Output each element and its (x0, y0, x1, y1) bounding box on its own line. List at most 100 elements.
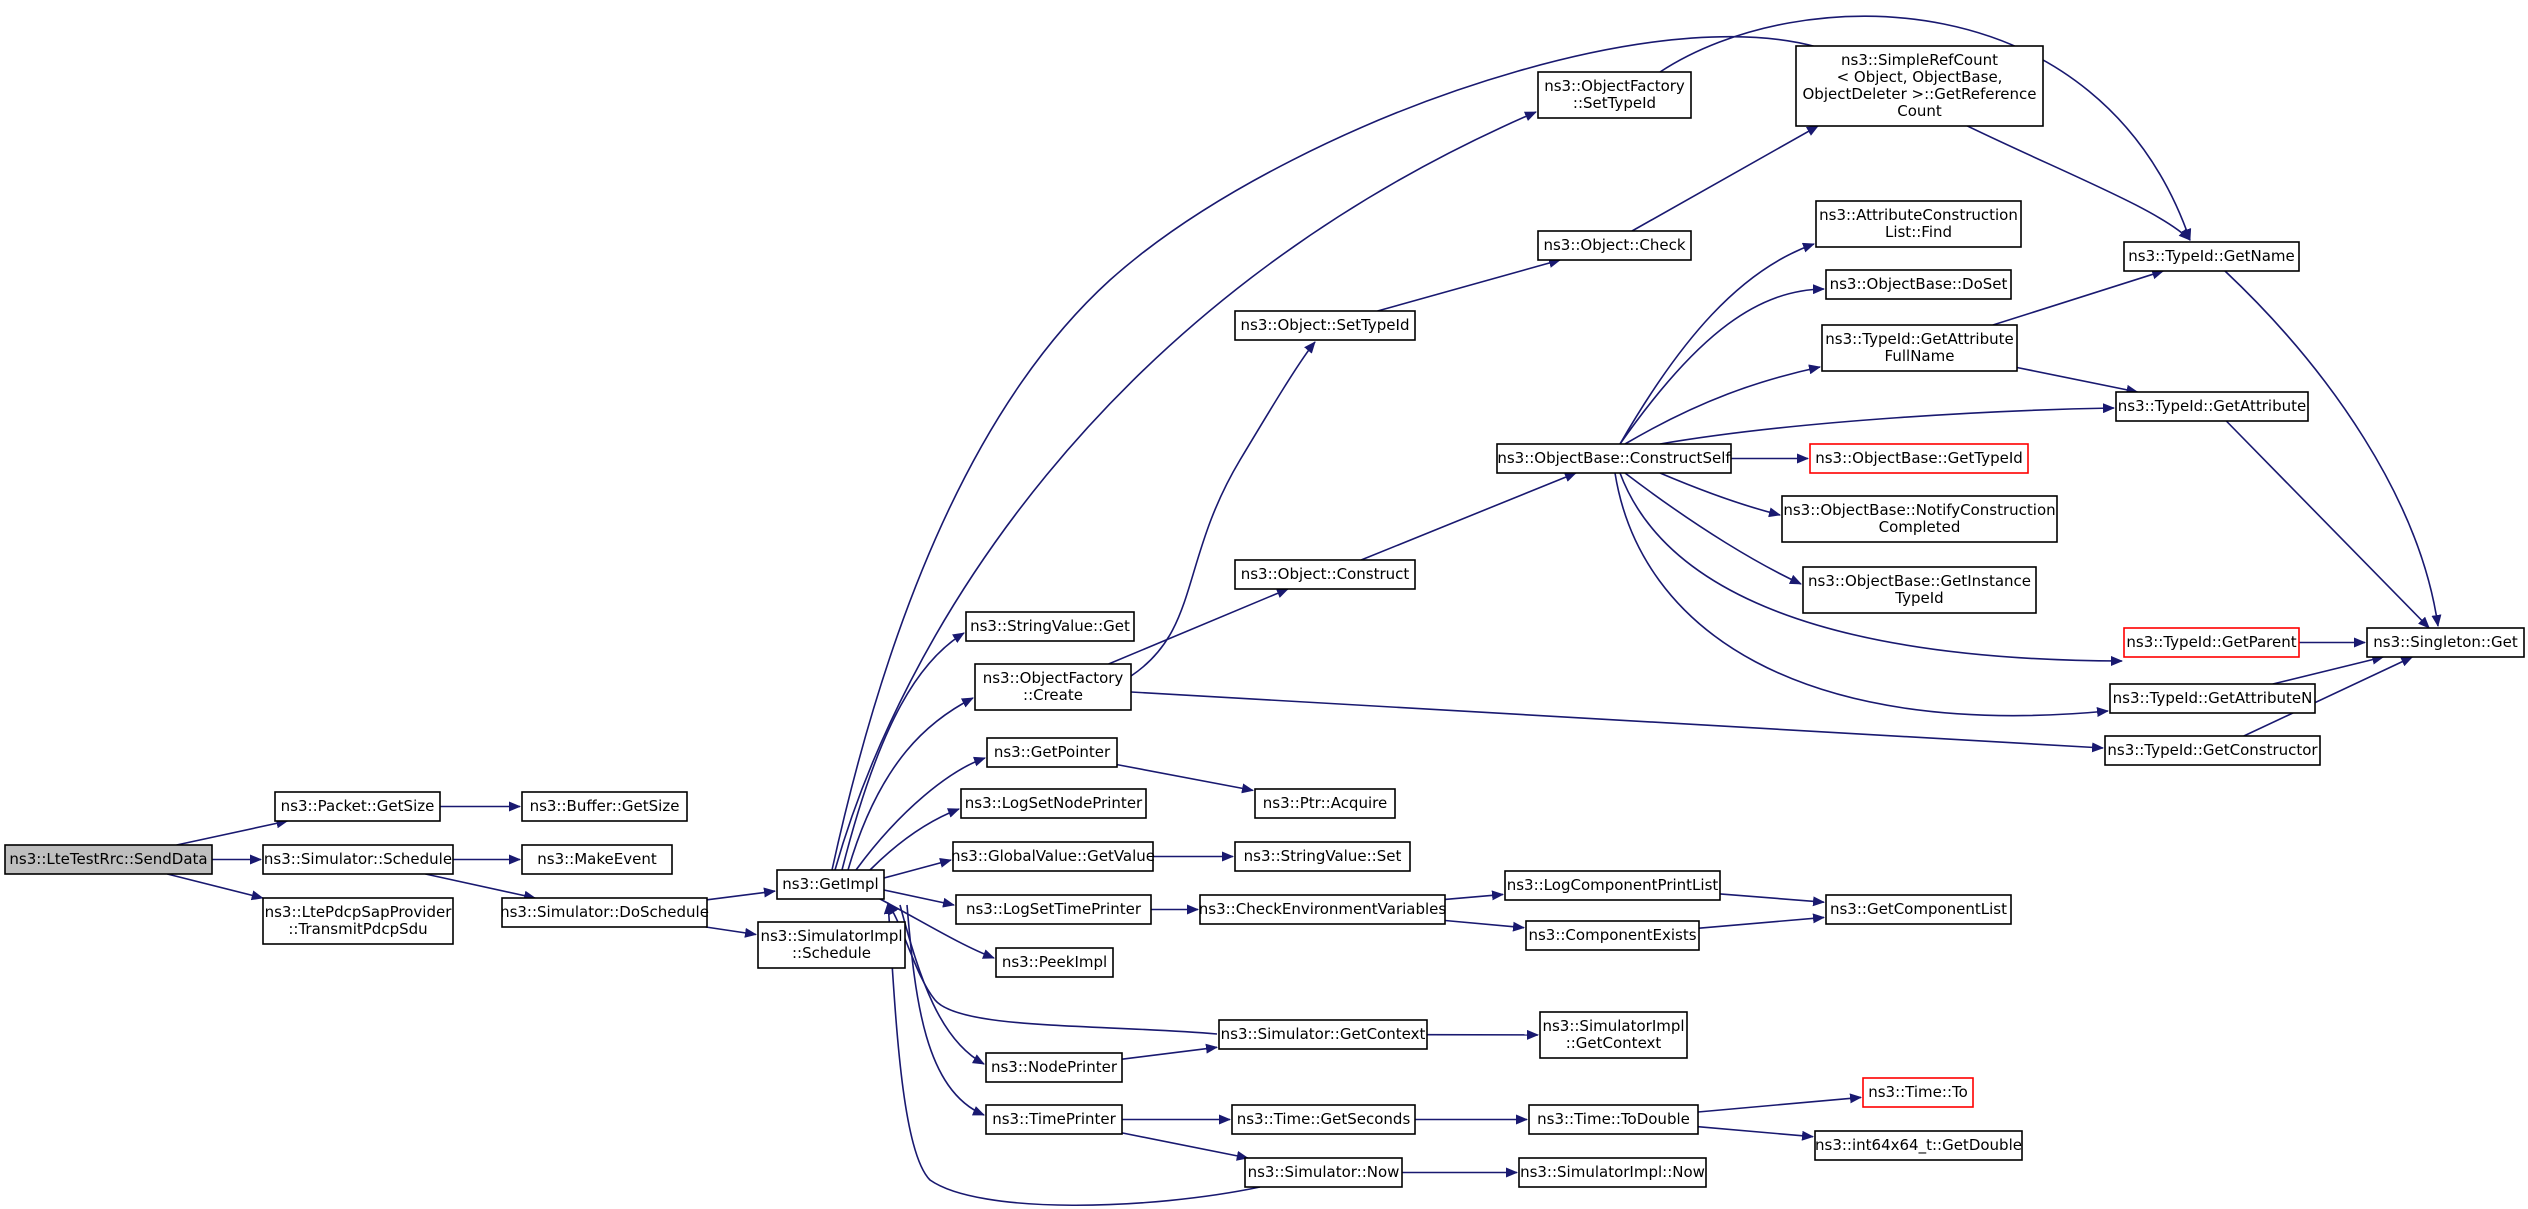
node-ptr-acquire[interactable]: ns3::Ptr::Acquire (1254, 788, 1396, 819)
node-object-check[interactable]: ns3::Object::Check (1537, 230, 1692, 261)
node-object-base-do-set[interactable]: ns3::ObjectBase::DoSet (1825, 269, 2012, 300)
edge-send-to-pgetsize (176, 818, 289, 846)
node-object-set-type-id[interactable]: ns3::Object::SetTypeId (1234, 310, 1416, 341)
node-simulator-schedule[interactable]: ns3::Simulator::Schedule (262, 844, 454, 875)
node-log-set-node-printer[interactable]: ns3::LogSetNodePrinter (960, 788, 1147, 819)
node-lte-pdcp-sap-provider-transmit-pdcp-sdu[interactable]: ns3::LtePdcpSapProvider::TransmitPdcpSdu (262, 897, 454, 945)
node-packet-get-size-label-0: ns3::Packet::GetSize (281, 797, 435, 815)
node-int64x64-get-double-label-0: ns3::int64x64_t::GetDouble (1815, 1136, 2022, 1155)
node-object-set-type-id-label-0: ns3::Object::SetTypeId (1241, 316, 1410, 334)
node-type-id-get-constructor-label-0: ns3::TypeId::GetConstructor (2107, 741, 2318, 759)
node-time-to-double-box (1528, 1104, 1699, 1135)
node-string-value-get[interactable]: ns3::StringValue::Get (965, 611, 1135, 642)
node-time-to-double-label-0: ns3::Time::ToDouble (1537, 1110, 1690, 1128)
node-type-id-get-attribute[interactable]: ns3::TypeId::GetAttribute (2115, 391, 2309, 422)
node-get-component-list[interactable]: ns3::GetComponentList (1825, 894, 2012, 925)
node-time-to[interactable]: ns3::Time::To (1862, 1077, 1974, 1108)
node-global-value-get-value-label-0: ns3::GlobalValue::GetValue (951, 847, 1155, 865)
node-string-value-set[interactable]: ns3::StringValue::Set (1234, 841, 1411, 872)
node-object-base-get-instance-type-id-label-1: TypeId (1894, 589, 1943, 607)
node-global-value-get-value-box (952, 841, 1154, 872)
node-object-construct[interactable]: ns3::Object::Construct (1234, 559, 1416, 590)
node-object-construct-box (1234, 559, 1416, 590)
node-simulator-schedule-box (262, 844, 454, 875)
edge-tgetattrfull-to-tgetattr (2016, 366, 2139, 395)
edge-compexists-to-getcomplist (1698, 913, 1825, 929)
node-make-event[interactable]: ns3::MakeEvent (521, 844, 673, 875)
node-simulator-impl-get-context[interactable]: ns3::SimulatorImpl::GetContext (1539, 1011, 1688, 1059)
node-lte-test-rrc-send-data[interactable]: ns3::LteTestRrc::SendData (4, 844, 213, 875)
node-time-to-double[interactable]: ns3::Time::ToDouble (1528, 1104, 1699, 1135)
node-packet-get-size[interactable]: ns3::Packet::GetSize (274, 791, 441, 822)
edge-getimpl-to-getpointer (855, 756, 986, 871)
edge-getimpl-to-gvgetvalue (883, 858, 952, 879)
node-check-environment-variables[interactable]: ns3::CheckEnvironmentVariables (1199, 894, 1447, 925)
node-object-base-notify-construction-completed[interactable]: ns3::ObjectBase::NotifyConstructionCompl… (1781, 495, 2058, 543)
node-simulator-do-schedule[interactable]: ns3::Simulator::DoSchedule (500, 897, 709, 928)
edge-obconstruct-to-obnotify (1659, 472, 1781, 518)
node-int64x64-get-double[interactable]: ns3::int64x64_t::GetDouble (1814, 1130, 2023, 1161)
node-get-pointer[interactable]: ns3::GetPointer (986, 737, 1118, 768)
node-object-base-get-type-id[interactable]: ns3::ObjectBase::GetTypeId (1809, 443, 2029, 474)
node-type-id-get-name-label-0: ns3::TypeId::GetName (2128, 247, 2294, 265)
node-log-set-node-printer-box (960, 788, 1147, 819)
node-get-impl[interactable]: ns3::GetImpl (776, 869, 885, 900)
node-get-pointer-label-0: ns3::GetPointer (994, 743, 1111, 761)
node-log-component-print-list[interactable]: ns3::LogComponentPrintList (1504, 870, 1721, 901)
node-global-value-get-value[interactable]: ns3::GlobalValue::GetValue (951, 841, 1155, 872)
node-attribute-construction-list-find-label-0: ns3::AttributeConstruction (1819, 206, 2018, 224)
node-node-printer[interactable]: ns3::NodePrinter (985, 1052, 1123, 1083)
edge-objconstruct-to-obconstruct (1360, 472, 1577, 561)
node-peek-impl-label-0: ns3::PeekImpl (1002, 953, 1107, 971)
edge-getimpl-to-ofsettypeid (834, 111, 1537, 871)
node-object-construct-label-0: ns3::Object::Construct (1241, 565, 1410, 583)
node-component-exists[interactable]: ns3::ComponentExists (1525, 920, 1700, 951)
edge-tgetattrn-to-singleton (2272, 654, 2385, 685)
node-attribute-construction-list-find-label-1: List::Find (1885, 223, 1952, 241)
node-attribute-construction-list-find-box (1815, 200, 2022, 248)
node-time-get-seconds[interactable]: ns3::Time::GetSeconds (1231, 1104, 1416, 1135)
node-simulator-impl-schedule-label-0: ns3::SimulatorImpl (760, 927, 902, 945)
node-object-factory-create-box (974, 663, 1132, 711)
node-type-id-get-parent[interactable]: ns3::TypeId::GetParent (2123, 627, 2300, 658)
node-simulator-now-box (1244, 1157, 1403, 1188)
node-type-id-get-constructor[interactable]: ns3::TypeId::GetConstructor (2104, 735, 2321, 766)
node-object-base-construct-self-label-0: ns3::ObjectBase::ConstructSelf (1497, 449, 1731, 467)
node-simple-ref-count-get-reference-count[interactable]: ns3::SimpleRefCount< Object, ObjectBase,… (1795, 45, 2044, 127)
node-time-printer-label-0: ns3::TimePrinter (992, 1110, 1116, 1128)
node-peek-impl[interactable]: ns3::PeekImpl (995, 947, 1114, 978)
node-log-set-time-printer-label-0: ns3::LogSetTimePrinter (966, 900, 1142, 918)
node-singleton-get[interactable]: ns3::Singleton::Get (2366, 627, 2525, 658)
node-log-set-time-printer-box (955, 894, 1152, 925)
node-log-component-print-list-label-0: ns3::LogComponentPrintList (1507, 876, 1719, 894)
node-type-id-get-name[interactable]: ns3::TypeId::GetName (2123, 241, 2300, 272)
node-object-factory-set-type-id[interactable]: ns3::ObjectFactory::SetTypeId (1537, 71, 1692, 119)
node-type-id-get-attribute-box (2115, 391, 2309, 422)
node-object-base-get-instance-type-id-box (1802, 566, 2037, 614)
node-check-environment-variables-label-0: ns3::CheckEnvironmentVariables (1199, 900, 1447, 918)
node-simulator-impl-schedule[interactable]: ns3::SimulatorImpl::Schedule (757, 921, 906, 969)
node-time-printer[interactable]: ns3::TimePrinter (985, 1104, 1123, 1135)
node-simple-ref-count-get-reference-count-box (1795, 45, 2044, 127)
edge-doschedule-to-simimplsched (705, 926, 757, 938)
node-object-factory-create[interactable]: ns3::ObjectFactory::Create (974, 663, 1132, 711)
edge-tgetattr-to-singleton (2225, 420, 2430, 629)
node-type-id-get-attribute-n[interactable]: ns3::TypeId::GetAttributeN (2109, 683, 2316, 714)
node-simulator-get-context[interactable]: ns3::Simulator::GetContext (1218, 1019, 1428, 1050)
node-object-base-construct-self[interactable]: ns3::ObjectBase::ConstructSelf (1496, 443, 1732, 474)
edge-obconstruct-to-attrconstr (1619, 242, 1815, 445)
node-simulator-now[interactable]: ns3::Simulator::Now (1244, 1157, 1403, 1188)
node-simulator-impl-now[interactable]: ns3::SimulatorImpl::Now (1518, 1157, 1707, 1188)
node-simple-ref-count-get-reference-count-label-0: ns3::SimpleRefCount (1841, 51, 1998, 69)
edge-getimpl-to-logsetnode (869, 808, 960, 871)
node-type-id-get-attribute-n-label-0: ns3::TypeId::GetAttributeN (2113, 689, 2313, 707)
node-log-set-time-printer[interactable]: ns3::LogSetTimePrinter (955, 894, 1152, 925)
node-simulator-impl-get-context-label-1: ::GetContext (1566, 1034, 1662, 1052)
node-simulator-impl-schedule-box (757, 921, 906, 969)
node-buffer-get-size[interactable]: ns3::Buffer::GetSize (521, 791, 688, 822)
node-time-to-label-0: ns3::Time::To (1868, 1083, 1968, 1101)
edge-objsettypeid-to-objcheck (1377, 258, 1561, 312)
